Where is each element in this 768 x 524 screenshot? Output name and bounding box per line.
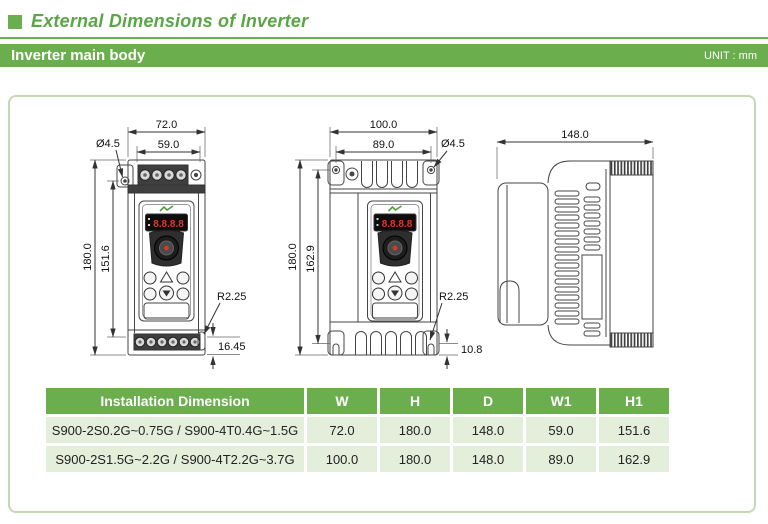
table-header-cell: W	[307, 388, 377, 414]
model-cell: S900-2S0.2G~0.75G / S900-4T0.4G~1.5G	[46, 417, 304, 443]
dimensions-front-view-large: 100.0 89.0 180.0 162.9 Ø4.5 R2.25 10.8	[287, 119, 482, 369]
table-cell: 59.0	[526, 417, 596, 443]
heatsink-fins-bottom	[609, 332, 654, 348]
dimensions-side-view: 148.0	[496, 129, 654, 179]
table-cell: 100.0	[307, 446, 377, 472]
section-bullet-icon	[8, 14, 22, 29]
table-cell: 148.0	[453, 417, 523, 443]
dim-overall-height: 180.0	[82, 243, 94, 271]
unit-note: UNIT : mm	[704, 49, 757, 62]
down-arrow-button	[391, 290, 399, 297]
top-terminal-screws	[139, 169, 187, 181]
dim-bottom-offset: 10.8	[461, 344, 482, 356]
display-value: 8.8.8.8	[153, 219, 184, 230]
dim-corner-radius: R2.25	[217, 291, 246, 303]
dimension-panel: 8.8.8.8	[8, 95, 756, 513]
table-cell: 151.6	[599, 417, 669, 443]
table-header-cell: Installation Dimension	[46, 388, 304, 414]
dim-depth: 148.0	[561, 129, 589, 141]
display-value: 8.8.8.8	[382, 219, 413, 230]
side-vent-slots-right	[581, 182, 603, 337]
table-cell: 180.0	[380, 417, 450, 443]
section-bar: Inverter main body UNIT : mm	[0, 44, 768, 67]
top-vent-slots	[361, 161, 418, 188]
table-header-cell: W1	[526, 388, 596, 414]
brand-logo-icon	[159, 205, 174, 212]
dim-bottom-offset: 16.45	[218, 341, 246, 353]
dim-mount-height: 151.6	[100, 245, 112, 273]
drawing-side-view	[497, 160, 654, 348]
dim-mount-height: 162.9	[305, 245, 317, 273]
table-cell: 148.0	[453, 446, 523, 472]
page-header: External Dimensions of Inverter	[0, 0, 768, 32]
installation-dimension-table: Installation Dimension W H D W1 H1 S900-…	[43, 385, 672, 475]
up-arrow-button	[388, 271, 402, 283]
table-cell: 89.0	[526, 446, 596, 472]
dim-hole-dia: Ø4.5	[441, 138, 465, 150]
up-arrow-button	[159, 271, 174, 283]
dim-mount-width: 59.0	[158, 139, 179, 151]
section-title: Inverter main body	[11, 47, 146, 64]
dim-hole-dia: Ø4.5	[96, 138, 120, 150]
model-cell: S900-2S1.5G~2.2G / S900-4T2.2G~3.7G	[46, 446, 304, 472]
dim-overall-width: 100.0	[370, 119, 398, 131]
drawing-front-view-large: 8.8.8.8	[327, 159, 440, 356]
table-cell: 180.0	[380, 446, 450, 472]
table-cell: 162.9	[599, 446, 669, 472]
bottom-terminal-screws	[134, 336, 201, 348]
dim-mount-width: 89.0	[373, 139, 394, 151]
table-row: S900-2S1.5G~2.2G / S900-4T2.2G~3.7G 100.…	[46, 446, 669, 472]
keypad-small: 8.8.8.8	[138, 200, 195, 322]
heatsink-fins-top	[609, 160, 654, 176]
bottom-vent-slots	[355, 331, 427, 355]
table-header-row: Installation Dimension W H D W1 H1	[46, 388, 669, 414]
table-header-cell: D	[453, 388, 523, 414]
nameplate	[581, 254, 603, 320]
page-title: External Dimensions of Inverter	[31, 11, 309, 31]
table-header-cell: H	[380, 388, 450, 414]
keypad-large: 8.8.8.8	[367, 200, 423, 322]
table-row: S900-2S0.2G~0.75G / S900-4T0.4G~1.5G 72.…	[46, 417, 669, 443]
dimension-drawings: 8.8.8.8	[82, 119, 654, 369]
drawing-front-view-small: 8.8.8.8	[116, 159, 206, 356]
dim-overall-width: 72.0	[156, 119, 177, 131]
dim-corner-radius: R2.25	[439, 291, 468, 303]
down-arrow-button	[162, 290, 171, 297]
title-underline	[0, 37, 768, 39]
side-vent-slots-left	[554, 190, 580, 325]
dim-overall-height: 180.0	[287, 243, 299, 271]
table-header-cell: H1	[599, 388, 669, 414]
brand-logo-icon	[387, 205, 402, 212]
dimensions-front-view-small: 72.0 59.0 180.0 151.6 Ø4.5 R2.25 16.45	[82, 119, 246, 369]
table-cell: 72.0	[307, 417, 377, 443]
